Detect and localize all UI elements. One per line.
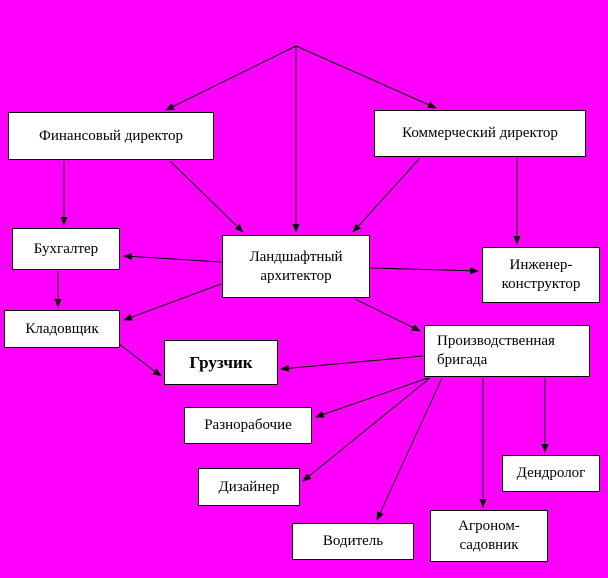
- node-driver: Водитель: [292, 523, 414, 560]
- node-engineer-constructor: Инженер- конструктор: [482, 247, 600, 303]
- node-landscape-architect: Ландшафтный архитектор: [222, 235, 370, 298]
- edge-landscape-architect-to-production-brigade: [354, 298, 421, 332]
- node-comm-director: Коммерческий директор: [374, 110, 586, 157]
- node-production-brigade: Производственная бригада: [424, 325, 590, 377]
- node-laborers: Разнорабочие: [184, 407, 312, 444]
- node-loader: Грузчик: [164, 340, 278, 385]
- edge-comm-director-to-landscape-architect: [352, 157, 421, 233]
- edge-production-brigade-to-designer: [302, 377, 431, 482]
- node-accountant: Бухгалтер: [12, 228, 120, 270]
- edge-production-brigade-to-loader: [280, 355, 424, 372]
- edge-fin-director-to-landscape-architect: [169, 160, 244, 233]
- edge-landscape-architect-to-storekeeper: [123, 283, 222, 321]
- node-storekeeper: Кладовщик: [4, 310, 120, 348]
- node-dendrologist: Дендролог: [502, 455, 600, 492]
- node-fin-director: Финансовый директор: [8, 112, 214, 160]
- edge-apex-to-comm-director: [295, 45, 437, 109]
- edge-apex-to-fin-director: [165, 45, 297, 111]
- node-designer: Дизайнер: [198, 468, 300, 506]
- edge-production-brigade-to-laborers: [315, 377, 429, 418]
- edge-storekeeper-to-loader: [118, 343, 162, 377]
- node-agronomist-gardener: Агроном- садовник: [430, 510, 548, 562]
- edge-landscape-architect-to-engineer-constructor: [370, 267, 479, 275]
- edge-production-brigade-to-driver: [376, 377, 443, 521]
- edge-landscape-architect-to-accountant: [123, 252, 222, 263]
